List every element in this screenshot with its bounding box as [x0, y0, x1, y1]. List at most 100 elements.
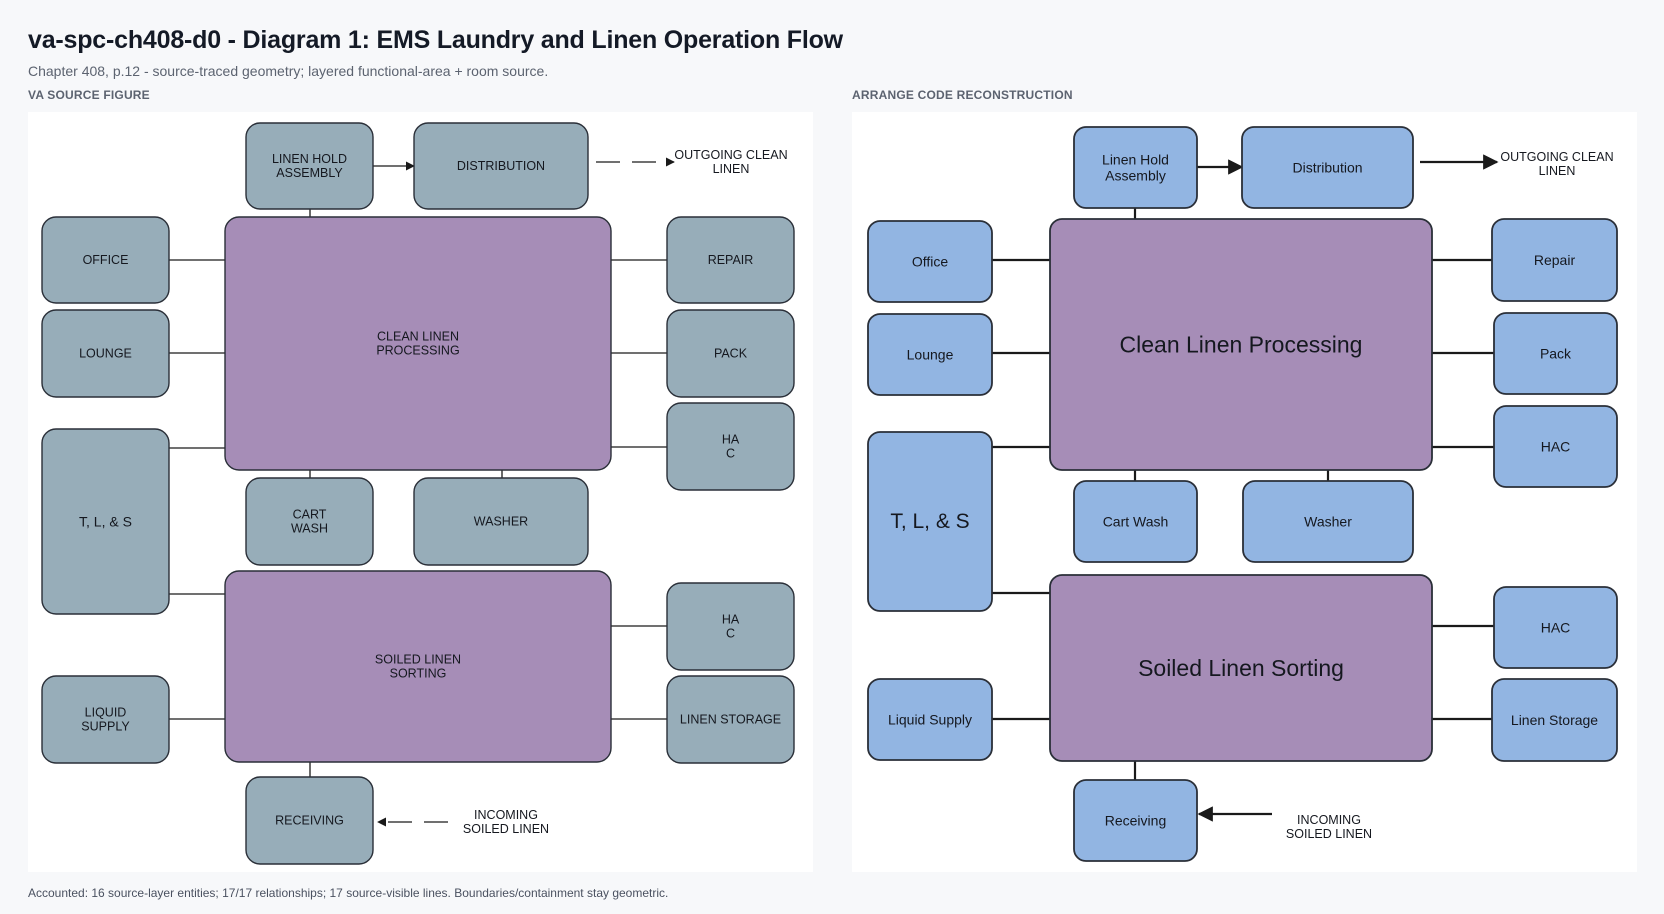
- node-label: Soiled Linen Sorting: [1138, 655, 1344, 681]
- node-box: [1493, 312, 1618, 395]
- node-label: LINEN HOLD: [272, 152, 347, 166]
- node-distribution: Distribution: [1241, 126, 1414, 209]
- node-box: [1073, 779, 1198, 862]
- node-label: C: [726, 447, 735, 461]
- node-distribution: DISTRIBUTION: [413, 122, 589, 210]
- node-label: Lounge: [907, 347, 954, 363]
- flow-label-text: OUTGOING CLEAN: [674, 148, 787, 162]
- node-box: [666, 309, 795, 398]
- node-box: [41, 428, 170, 615]
- flow-label-text: INCOMING: [474, 808, 538, 822]
- node-label: WASHER: [474, 515, 528, 529]
- node-box: [1073, 480, 1198, 563]
- node-box: [41, 309, 170, 398]
- node-label: Clean Linen Processing: [1120, 332, 1363, 358]
- node-label: HAC: [1541, 620, 1571, 636]
- node-tls: T, L, & S: [41, 428, 170, 615]
- node-label: Assembly: [1105, 168, 1166, 184]
- node-label: Receiving: [1105, 813, 1166, 829]
- node-label: CART: [293, 507, 327, 521]
- node-label: Washer: [1304, 514, 1352, 530]
- flow-label-text: LINEN: [1539, 164, 1576, 178]
- node-label: RECEIVING: [275, 814, 344, 828]
- node-liquid-supply: Liquid Supply: [867, 678, 993, 761]
- node-box: [1241, 126, 1414, 209]
- node-box: [1073, 126, 1198, 209]
- node-label: Pack: [1540, 346, 1572, 362]
- node-box: [666, 216, 795, 304]
- accounting-footer: Accounted: 16 source-layer entities; 17/…: [28, 886, 669, 900]
- node-label: LIQUID: [85, 705, 127, 719]
- flow-label-text: SOILED LINEN: [463, 822, 549, 836]
- node-office: Office: [867, 220, 993, 303]
- node-label: OFFICE: [83, 253, 129, 267]
- flow-label-text: OUTGOING CLEAN: [1500, 150, 1613, 164]
- node-box: [413, 477, 589, 566]
- node-linen-storage: LINEN STORAGE: [666, 675, 795, 764]
- node-label: SUPPLY: [81, 720, 130, 734]
- page-title: va-spc-ch408-d0 - Diagram 1: EMS Laundry…: [28, 26, 843, 54]
- node-box: [1491, 218, 1618, 302]
- node-box: [1493, 586, 1618, 669]
- node-box: [41, 216, 170, 304]
- node-label: ASSEMBLY: [276, 166, 343, 180]
- node-label: HAC: [1541, 439, 1571, 455]
- node-label: Distribution: [1292, 160, 1362, 176]
- node-repair: REPAIR: [666, 216, 795, 304]
- node-label: LOUNGE: [79, 347, 132, 361]
- flow-label-text: LINEN: [713, 162, 750, 176]
- node-office: OFFICE: [41, 216, 170, 304]
- node-pack: Pack: [1493, 312, 1618, 395]
- node-label: Office: [912, 254, 949, 270]
- flow-label-text: INCOMING: [1297, 813, 1361, 827]
- node-label: DISTRIBUTION: [457, 159, 545, 173]
- node-pack: PACK: [666, 309, 795, 398]
- node-receiving: Receiving: [1073, 779, 1198, 862]
- source-panel-label: VA SOURCE FIGURE: [28, 88, 150, 102]
- node-hac-2: HAC: [666, 582, 795, 671]
- node-repair: Repair: [1491, 218, 1618, 302]
- node-box: [1049, 218, 1433, 471]
- node-box: [1491, 678, 1618, 762]
- node-soiled-sorting: Soiled Linen Sorting: [1049, 574, 1433, 762]
- node-label: REPAIR: [708, 253, 754, 267]
- node-box: [867, 220, 993, 303]
- node-box: [245, 477, 374, 566]
- node-clean-processing: Clean Linen Processing: [1049, 218, 1433, 471]
- node-label: CLEAN LINEN: [377, 329, 459, 343]
- node-hac-2: HAC: [1493, 586, 1618, 669]
- node-label: T, L, & S: [890, 510, 969, 533]
- node-box: [867, 313, 993, 396]
- node-box: [224, 570, 612, 763]
- node-label: C: [726, 627, 735, 641]
- node-box: [1493, 405, 1618, 488]
- node-hac-1: HAC: [1493, 405, 1618, 488]
- node-box: [666, 582, 795, 671]
- node-label: SOILED LINEN: [375, 652, 461, 666]
- node-washer: Washer: [1242, 480, 1414, 563]
- node-label: HA: [722, 612, 740, 626]
- node-box: [1049, 574, 1433, 762]
- node-label: Cart Wash: [1103, 514, 1169, 530]
- node-label: Repair: [1534, 252, 1576, 268]
- flow-label-text: SOILED LINEN: [1286, 827, 1372, 841]
- node-box: [245, 122, 374, 210]
- node-box: [413, 122, 589, 210]
- node-box: [224, 216, 612, 471]
- node-label: Linen Hold: [1102, 151, 1169, 167]
- node-box: [666, 675, 795, 764]
- node-label: Liquid Supply: [888, 712, 972, 728]
- node-label: HA: [722, 432, 740, 446]
- node-label: PACK: [714, 347, 748, 361]
- node-label: Linen Storage: [1511, 712, 1598, 728]
- node-receiving: RECEIVING: [245, 776, 374, 865]
